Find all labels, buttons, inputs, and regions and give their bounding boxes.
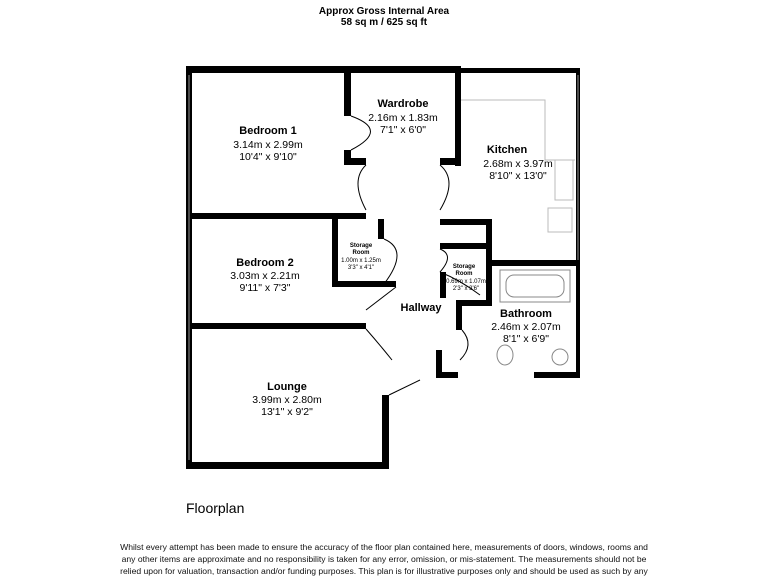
room-metric-kitchen: 2.68m x 3.97m [483,158,553,170]
storage2-metric: 0.69m x 1.07m [446,279,486,285]
disclaimer-line: relied upon for valuation, transaction a… [120,566,648,576]
disclaimer-line: Whilst every attempt has been made to en… [120,542,648,552]
room-name-bedroom1: Bedroom 1 [239,125,296,137]
disclaimer: Whilst every attempt has been made to en… [80,541,688,577]
storage1-name-2: Room [353,250,370,256]
room-imperial-bathroom: 8'1" x 6'9" [503,333,549,345]
room-imperial-kitchen: 8'10" x 13'0" [489,170,547,182]
door-swings [350,115,481,396]
storage2-imperial: 2'3" x 3'6" [453,286,479,292]
room-metric-bathroom: 2.46m x 2.07m [491,321,561,333]
room-name-wardrobe: Wardrobe [378,98,429,110]
room-name-hallway: Hallway [401,302,443,314]
area-title: Approx Gross Internal Area [318,6,450,17]
storage1-name-1: Storage [350,243,373,249]
storage2-name-1: Storage [453,264,476,270]
room-metric-lounge: 3.99m x 2.80m [252,394,322,406]
room-name-bathroom: Bathroom [500,308,552,320]
room-metric-bedroom2: 3.03m x 2.21m [230,270,300,282]
room-metric-bedroom1: 3.14m x 2.99m [233,139,303,151]
room-imperial-lounge: 13'1" x 9'2" [261,406,313,418]
room-imperial-wardrobe: 7'1" x 6'0" [380,124,426,136]
room-metric-wardrobe: 2.16m x 1.83m [368,112,438,124]
storage2-name-2: Room [456,271,473,277]
area-value: 58 sq m / 625 sq ft [340,17,428,28]
room-name-bedroom2: Bedroom 2 [236,257,293,269]
storage1-metric: 1.00m x 1.25m [341,258,381,264]
room-name-lounge: Lounge [267,381,307,393]
plan-label: Floorplan [186,500,245,516]
windows [188,75,579,460]
room-name-kitchen: Kitchen [487,144,528,156]
floorplan: Bedroom 1 3.14m x 2.99m 10'4" x 9'10" Wa… [186,66,580,469]
disclaimer-line: any other items are approximate and no r… [121,554,647,564]
kitchen-fittings [461,99,575,233]
storage1-imperial: 3'3" x 4'1" [348,265,374,271]
room-imperial-bedroom1: 10'4" x 9'10" [239,151,297,163]
bathroom-fittings [496,269,571,366]
room-imperial-bedroom2: 9'11" x 7'3" [240,282,291,294]
